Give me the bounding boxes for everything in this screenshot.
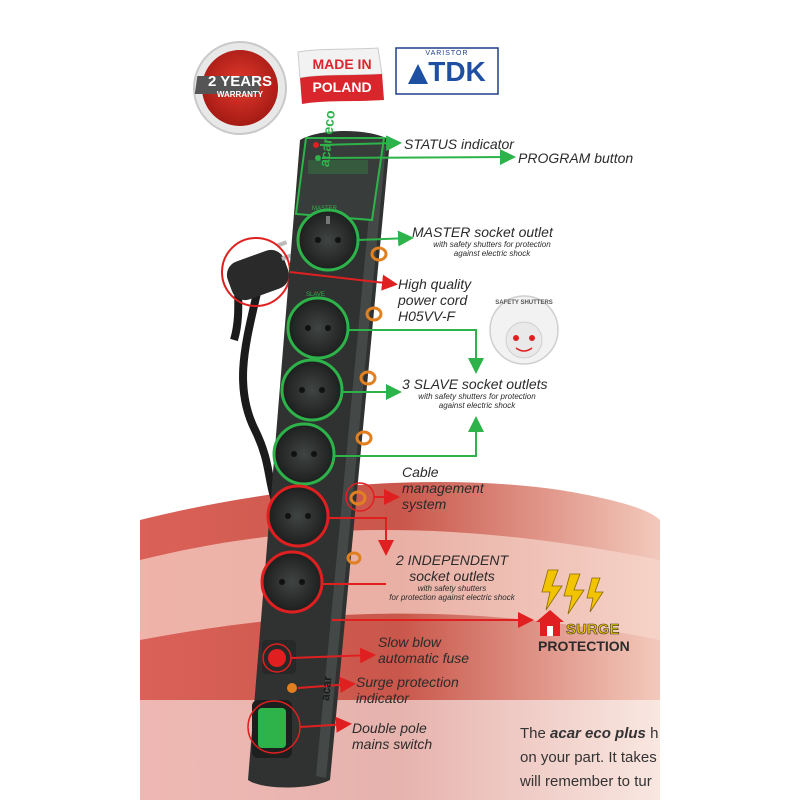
red-arrows <box>289 271 534 733</box>
warranty-badge <box>193 41 287 135</box>
tdk-badge <box>395 47 499 95</box>
body-line2: on your part. It takes <box>520 749 657 766</box>
master-sub1: with safety shutters for protection <box>433 240 551 249</box>
slave-sockets-callout: 3 SLAVE socket outlets with safety shutt… <box>402 376 552 410</box>
power-cord <box>221 237 292 502</box>
made-in-text: MADE IN POLAND <box>300 56 384 96</box>
master-socket-callout: MASTER socket outlet with safety shutter… <box>412 224 572 258</box>
slave-sub1: with safety shutters for protection <box>418 392 536 401</box>
program-button[interactable] <box>315 155 321 161</box>
body-line1: The acar eco plus h <box>520 722 660 746</box>
indep-line1: 2 INDEPENDENT <box>395 552 509 568</box>
slave-socket-2 <box>280 358 344 422</box>
status-indicator-label: STATUS indicator <box>404 136 514 152</box>
slave-tag: SLAVE <box>306 292 325 298</box>
safety-shutters-badge <box>489 295 559 365</box>
cable-line3: system <box>402 496 447 512</box>
independent-sockets-callout: 2 INDEPENDENT socket outlets with safety… <box>372 552 532 602</box>
program-button-label: PROGRAM button <box>518 150 634 166</box>
body-line1-post: h <box>645 725 659 742</box>
surge-indicator <box>287 683 297 693</box>
switch-line1: Double pole <box>352 720 427 736</box>
tdk-text: VARISTOR TDK <box>396 50 498 87</box>
slave-sub2: against electric shock <box>438 401 516 410</box>
cable-management-callout: Cable management system <box>402 464 484 512</box>
cord-line2: power cord <box>398 292 468 308</box>
warranty-years: 2 YEARS <box>208 73 272 90</box>
green-arrows <box>319 135 516 457</box>
made-in-poland-badge <box>297 47 384 104</box>
warranty-label: WARRANTY <box>216 90 264 99</box>
power-cord-callout: High quality power cord H05VV-F <box>398 276 471 324</box>
surge-ind-line1: Surge protection <box>356 674 459 690</box>
master-sub2: against electric shock <box>453 249 531 258</box>
safety-shutters-label: SAFETY SHUTTERS <box>495 300 553 306</box>
surge-protection-icon <box>536 569 604 636</box>
slave-socket-3 <box>272 422 336 486</box>
cable-clips <box>345 246 388 565</box>
cord-line1: High quality <box>398 276 472 292</box>
fuse-line2: automatic fuse <box>378 650 470 666</box>
surge-word: SURGE <box>566 621 620 638</box>
switch-line2: mains switch <box>352 736 433 752</box>
body-line3: will remember to tur <box>520 773 652 790</box>
master-socket <box>296 208 360 272</box>
indep-line2: socket outlets <box>409 568 495 584</box>
poland-line: POLAND <box>312 79 372 95</box>
slave-title: 3 SLAVE socket outlets <box>402 376 548 392</box>
fuse-line1: Slow blow <box>378 634 442 650</box>
master-tag: MASTER <box>312 206 338 212</box>
made-in-line: MADE IN <box>312 56 372 72</box>
independent-socket-2 <box>260 550 324 614</box>
tdk-logo: TDK <box>428 56 486 87</box>
indep-sub2: for protection against electric shock <box>389 593 515 602</box>
cable-line2: management <box>402 480 484 496</box>
surge-indicator-callout: Surge protection indicator <box>356 674 459 706</box>
slave-socket-1 <box>286 296 350 360</box>
surge-ind-line2: indicator <box>356 690 409 706</box>
cable-line1: Cable <box>402 464 439 480</box>
warranty-text: 2 YEARS WARRANTY <box>206 74 274 100</box>
master-title: MASTER socket outlet <box>412 224 553 240</box>
body-text: The acar eco plus h on your part. It tak… <box>520 722 660 794</box>
indep-sub1: with safety shutters <box>417 584 487 593</box>
body-line1-brand: acar eco plus <box>550 725 646 742</box>
varistor-label: VARISTOR <box>425 50 469 57</box>
cord-line3: H05VV-F <box>398 308 456 324</box>
fuse-callout: Slow blow automatic fuse <box>378 634 469 666</box>
device-bottom-brand: acar <box>318 675 335 702</box>
fuse-button[interactable] <box>262 640 296 674</box>
body-line1-pre: The <box>520 725 551 742</box>
surge-protection-label: SURGE <box>566 621 620 638</box>
status-led <box>313 142 319 148</box>
mains-switch-callout: Double pole mains switch <box>352 720 432 752</box>
protection-label: PROTECTION <box>538 638 630 654</box>
independent-socket-1 <box>266 484 330 548</box>
